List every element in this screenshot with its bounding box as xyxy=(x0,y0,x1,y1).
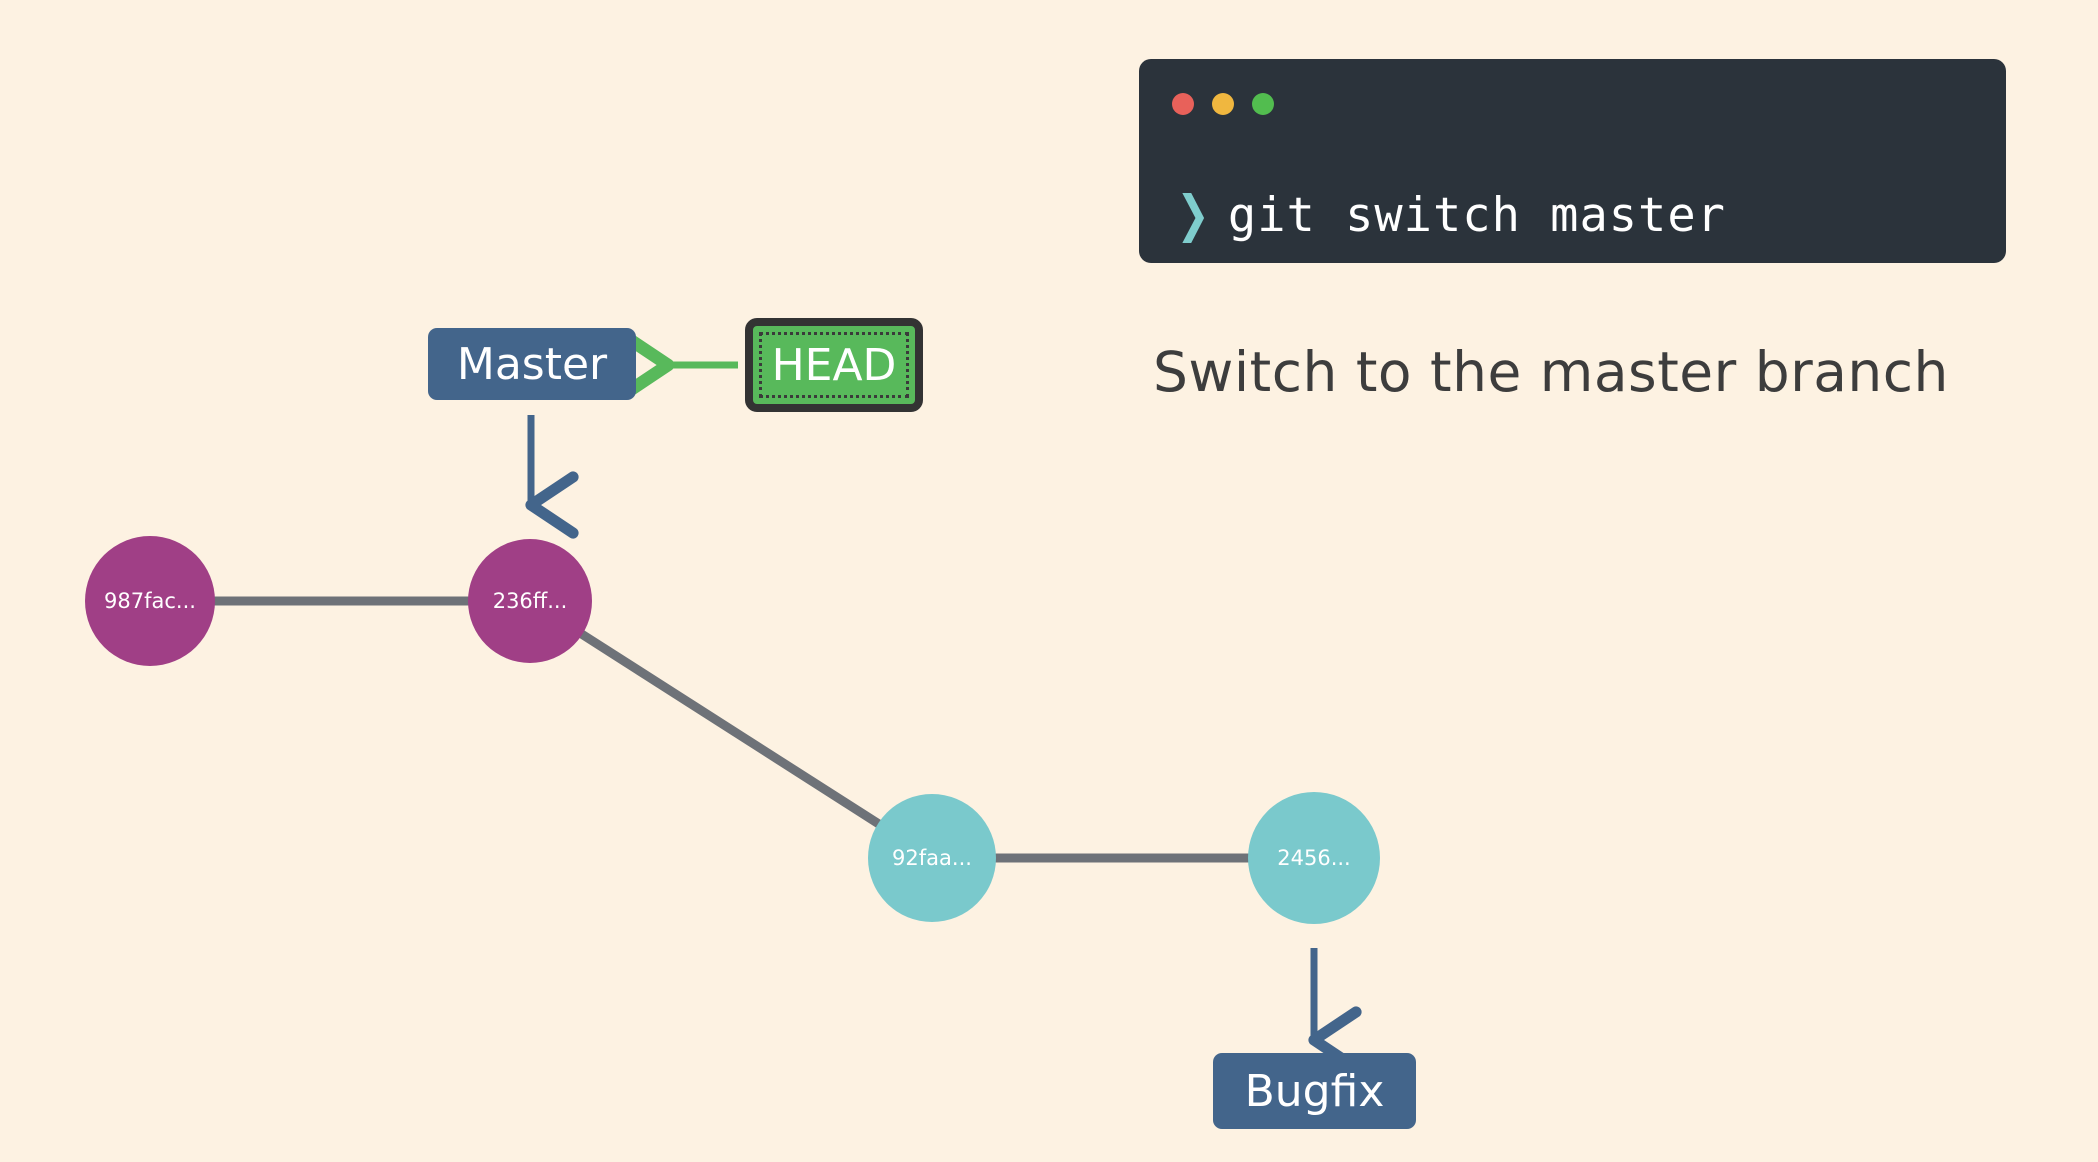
terminal-window: ❯ git switch master xyxy=(1139,59,2006,263)
minimize-icon[interactable] xyxy=(1212,93,1234,115)
close-icon[interactable] xyxy=(1172,93,1194,115)
graph-edges xyxy=(150,596,1314,863)
commit-label: 236ff... xyxy=(493,589,568,613)
terminal-titlebar xyxy=(1172,93,1274,115)
maximize-icon[interactable] xyxy=(1252,93,1274,115)
head-badge[interactable]: HEAD xyxy=(745,318,923,412)
commit-label: 987fac... xyxy=(104,589,196,613)
commit-nodes: 987fac... 236ff... 92faa... 2456... xyxy=(85,536,1380,924)
commit-node-2456[interactable]: 2456... xyxy=(1248,792,1380,924)
head-badge-label: HEAD xyxy=(771,339,897,391)
branch-badge-master[interactable]: Master xyxy=(428,328,636,400)
branch-badge-bugfix[interactable]: Bugfix xyxy=(1213,1053,1416,1129)
prompt-chevron-icon: ❯ xyxy=(1176,185,1210,243)
commit-label: 92faa... xyxy=(892,846,972,870)
terminal-command-text: git switch master xyxy=(1227,188,1726,243)
caption-text: Switch to the master branch xyxy=(1153,340,1949,404)
pointer-arrows xyxy=(525,330,1362,1074)
edge-c2-c3 xyxy=(527,597,935,862)
terminal-command-line: ❯ git switch master xyxy=(1172,189,1726,239)
commit-node-236ff[interactable]: 236ff... xyxy=(468,539,592,663)
commit-node-92faa[interactable]: 92faa... xyxy=(868,794,996,922)
commit-node-987fac[interactable]: 987fac... xyxy=(85,536,215,666)
commit-label: 2456... xyxy=(1277,846,1350,870)
